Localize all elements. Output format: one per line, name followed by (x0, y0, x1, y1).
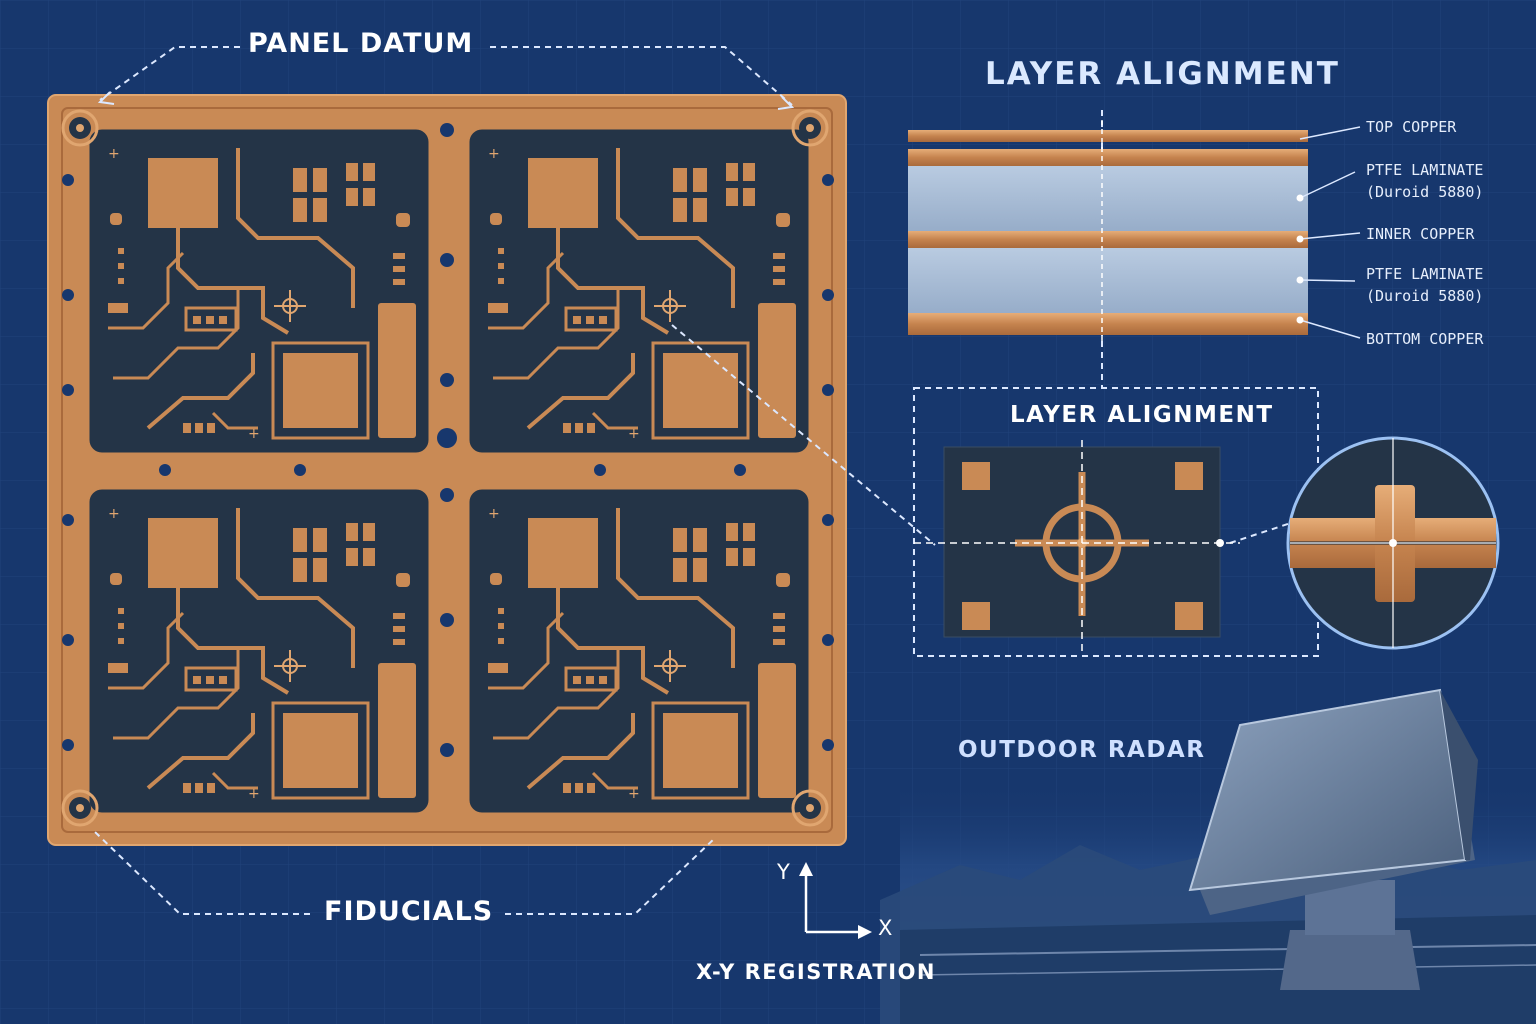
axis-x-label: X (878, 916, 894, 940)
panel-datum-label: PANEL DATUM (248, 28, 474, 59)
stackup-label-inner-copper: INNER COPPER (1366, 223, 1474, 245)
stackup-label-top-copper: TOP COPPER (1366, 116, 1456, 138)
stackup-label-line1: PTFE LAMINATE (1366, 161, 1484, 179)
axis-y-label: Y (777, 860, 791, 884)
fiducials-label: FIDUCIALS (324, 896, 494, 927)
stackup-label-line1: INNER COPPER (1366, 225, 1475, 243)
xy-registration-label: X-Y REGISTRATION (696, 960, 936, 984)
outdoor-radar-label: OUTDOOR RADAR (958, 737, 1206, 763)
stackup-label-line1: TOP COPPER (1366, 118, 1457, 136)
stackup-label-line1: PTFE LAMINATE (1366, 265, 1484, 283)
stackup-label-line2: (Duroid 5880) (1366, 183, 1484, 201)
stackup-label-line1: BOTTOM COPPER (1366, 330, 1484, 348)
layer-alignment-title: LAYER ALIGNMENT (985, 56, 1340, 92)
stackup-label-line2: (Duroid 5880) (1366, 287, 1484, 305)
stackup-label-ptfe-laminate-1: PTFE LAMINATE (Duroid 5880) (1366, 159, 1483, 203)
stackup-label-ptfe-laminate-2: PTFE LAMINATE (Duroid 5880) (1366, 263, 1483, 307)
stackup-label-bottom-copper: BOTTOM COPPER (1366, 328, 1483, 350)
layer-alignment-inset-title: LAYER ALIGNMENT (1010, 402, 1274, 428)
